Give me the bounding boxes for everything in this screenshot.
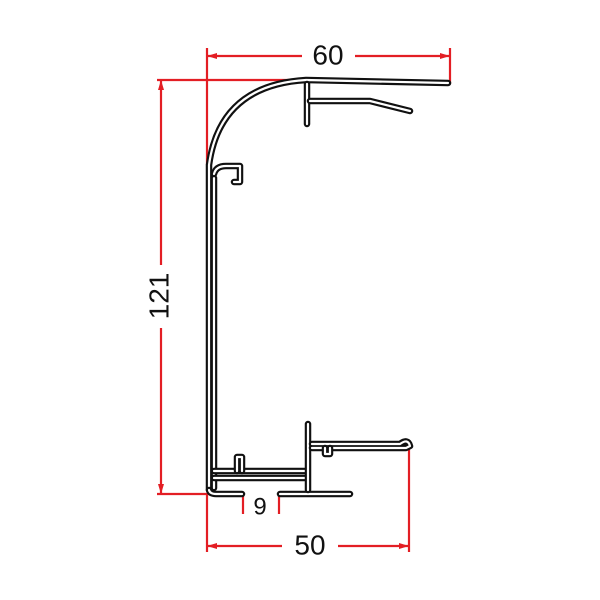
aluminium-profile [205,76,452,498]
dimension-top-width: 60 [205,39,452,165]
dimension-height: 121 [143,78,305,496]
dimension-label-9: 9 [253,493,266,520]
dimension-bottom-width: 50 [205,448,411,560]
dimension-slot-gap: 9 [241,493,281,520]
dimension-label-50: 50 [294,529,325,560]
dimension-label-121: 121 [143,273,174,320]
dimension-label-60: 60 [312,39,343,70]
